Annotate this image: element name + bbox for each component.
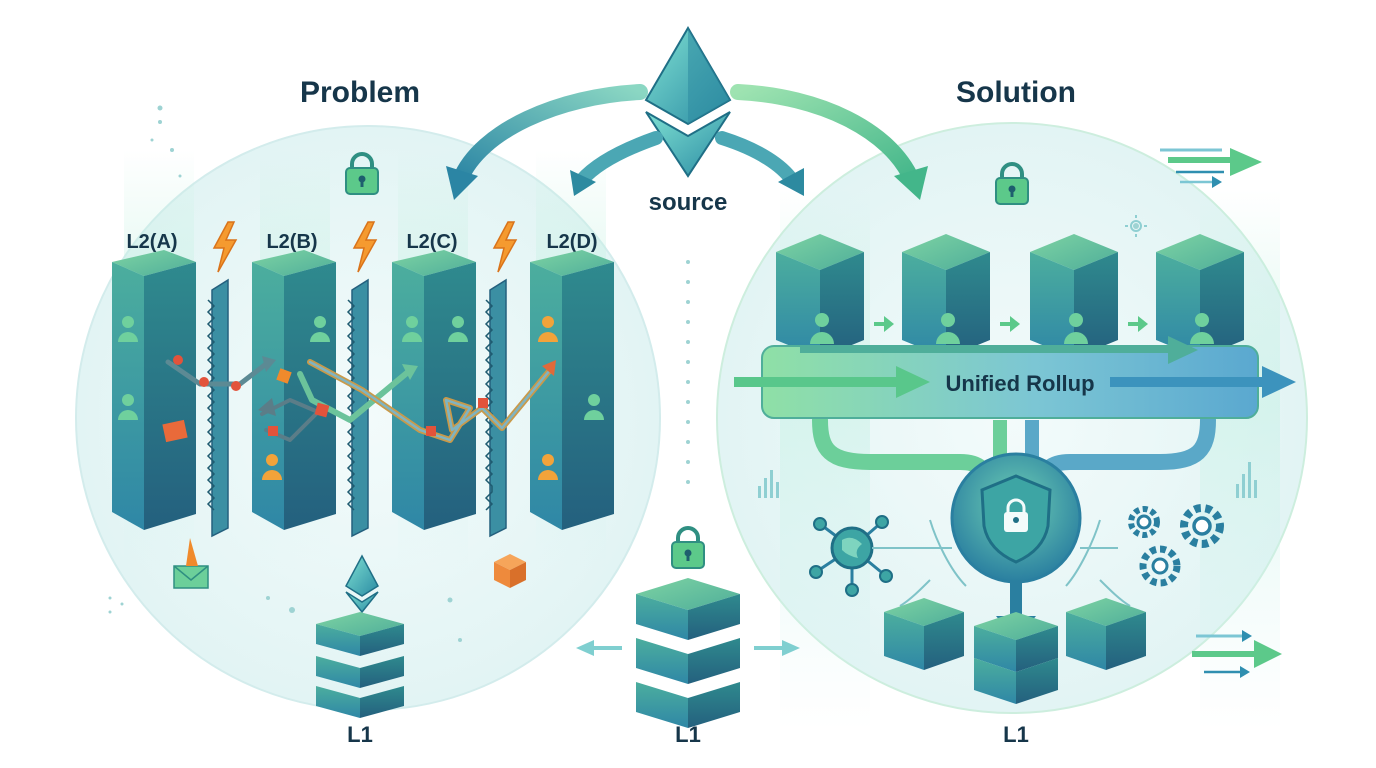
l1-stack-center	[636, 578, 740, 728]
block-connector-arrows	[874, 316, 1148, 332]
arrow-icon	[1254, 640, 1282, 668]
package-icon	[162, 419, 188, 443]
lightning-icon	[212, 221, 238, 273]
user-icon	[402, 316, 422, 342]
l1-label-center: L1	[675, 722, 701, 747]
lock-icon	[995, 162, 1029, 205]
arrow-icon	[782, 640, 800, 656]
lock-icon	[345, 152, 379, 195]
l2-labels: L2(A) L2(B) L2(C) L2(D)	[126, 231, 597, 253]
rollup-block-3	[1030, 234, 1118, 358]
connector-lines	[871, 519, 1131, 607]
lock-icon	[671, 526, 705, 569]
arrow-icon	[1262, 366, 1296, 398]
l2-label-a: L2(A)	[126, 231, 177, 253]
gear-icon	[1128, 506, 1160, 538]
user-icon	[584, 394, 604, 420]
l1-label-left: L1	[347, 722, 373, 747]
gear-icon	[1125, 215, 1147, 237]
source-label: source	[649, 189, 728, 216]
l2-label-c: L2(C)	[406, 231, 457, 253]
gear-icon	[1139, 545, 1181, 587]
user-icon	[448, 316, 468, 342]
l2-label-d: L2(D)	[546, 231, 597, 253]
arrow-icon	[884, 316, 894, 332]
l1-block-right-1	[884, 598, 964, 670]
speed-arrows-top	[1160, 148, 1262, 188]
user-icon	[310, 316, 330, 342]
rollup-block-4	[1156, 234, 1244, 358]
decorative-dots	[108, 105, 1139, 642]
jagged-walls	[206, 278, 507, 538]
lightning-icon	[492, 221, 518, 273]
lightning-icons	[212, 221, 518, 273]
arrow-icon	[1138, 316, 1148, 332]
speed-arrows-bottom	[1192, 630, 1282, 678]
user-icon	[262, 454, 282, 480]
user-icon	[118, 316, 138, 342]
solution-title: Solution	[956, 76, 1076, 109]
envelope-icon	[173, 538, 209, 589]
l2-pillar-d	[530, 250, 614, 530]
user-icon	[538, 454, 558, 480]
tangled-paths	[165, 356, 556, 443]
l1-block-right-2	[974, 612, 1058, 704]
arrow-icon	[446, 166, 478, 200]
l1-block-right-3	[1066, 598, 1146, 670]
error-markers	[162, 355, 488, 443]
user-icon	[936, 313, 960, 344]
rollup-block-2	[902, 234, 990, 358]
lightning-icon	[352, 221, 378, 273]
shield-lock-icon	[950, 452, 1082, 584]
l2-pillar-b	[252, 250, 336, 530]
gear-icon	[1180, 504, 1224, 548]
problem-title: Problem	[300, 76, 420, 109]
user-icon	[810, 313, 834, 344]
user-icon	[1064, 313, 1088, 344]
arrow-icon	[1010, 316, 1020, 332]
center-side-arrows	[576, 640, 800, 656]
l1-stack-left	[316, 554, 404, 718]
l2-label-b: L2(B)	[266, 231, 317, 253]
arrow-icon	[1230, 148, 1262, 176]
l2-pillar-a	[112, 250, 196, 530]
arrow-icon	[576, 640, 594, 656]
rollup-block-1	[776, 234, 864, 358]
user-icon	[538, 316, 558, 342]
shield-down-arrow-shaft	[1010, 582, 1022, 622]
l2-pillar-c	[392, 250, 476, 530]
arrow-icon	[1168, 336, 1198, 364]
network-node-icon	[809, 515, 893, 597]
ethereum-icon	[644, 26, 732, 178]
l1-label-right: L1	[1003, 722, 1029, 747]
source-arrows	[446, 84, 928, 200]
arrow-icon	[896, 366, 930, 398]
package-icon	[494, 554, 526, 588]
user-icon	[118, 394, 138, 420]
user-icon	[1190, 313, 1214, 344]
mini-bars	[758, 462, 1257, 498]
unified-rollup-label: Unified Rollup	[945, 371, 1094, 396]
ethereum-icon	[345, 554, 379, 614]
